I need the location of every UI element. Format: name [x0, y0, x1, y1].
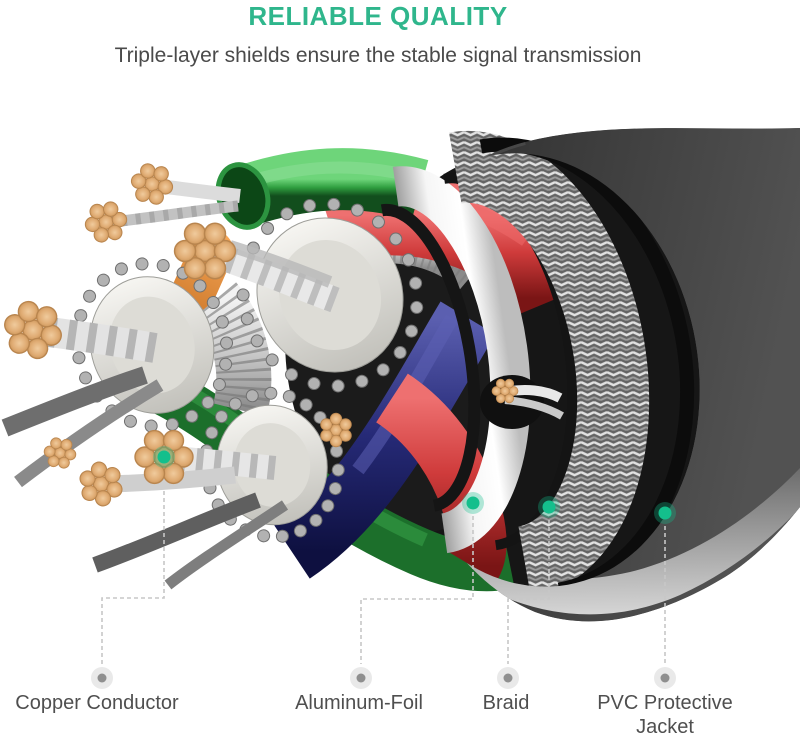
label-end-dots: [91, 667, 676, 689]
anchor-dot-pvc: [654, 502, 676, 524]
anchor-dots: [153, 446, 676, 524]
leader-lines: [101, 491, 666, 664]
pvc-jacket-rim: [382, 128, 800, 622]
anchor-dot-foil: [462, 492, 484, 514]
callout-label-aluminum-foil: Aluminum-Foil: [295, 692, 423, 714]
callout-label-braid: Braid: [482, 692, 530, 714]
page-title: RELIABLE QUALITY: [248, 1, 508, 31]
page-subtitle: Triple-layer shields ensure the stable s…: [114, 44, 642, 67]
leader-copper: [101, 491, 165, 664]
callout-label-pvc-protective-jacket: PVC Protective Jacket: [597, 692, 733, 738]
leader-foil: [360, 516, 474, 664]
anchor-dot-copper: [153, 446, 175, 468]
jacket-bottom-highlight: [455, 468, 800, 615]
callout-label-copper-conductor: Copper Conductor: [15, 692, 179, 714]
anchor-dot-braid: [538, 496, 560, 518]
leader-braid: [507, 520, 550, 664]
